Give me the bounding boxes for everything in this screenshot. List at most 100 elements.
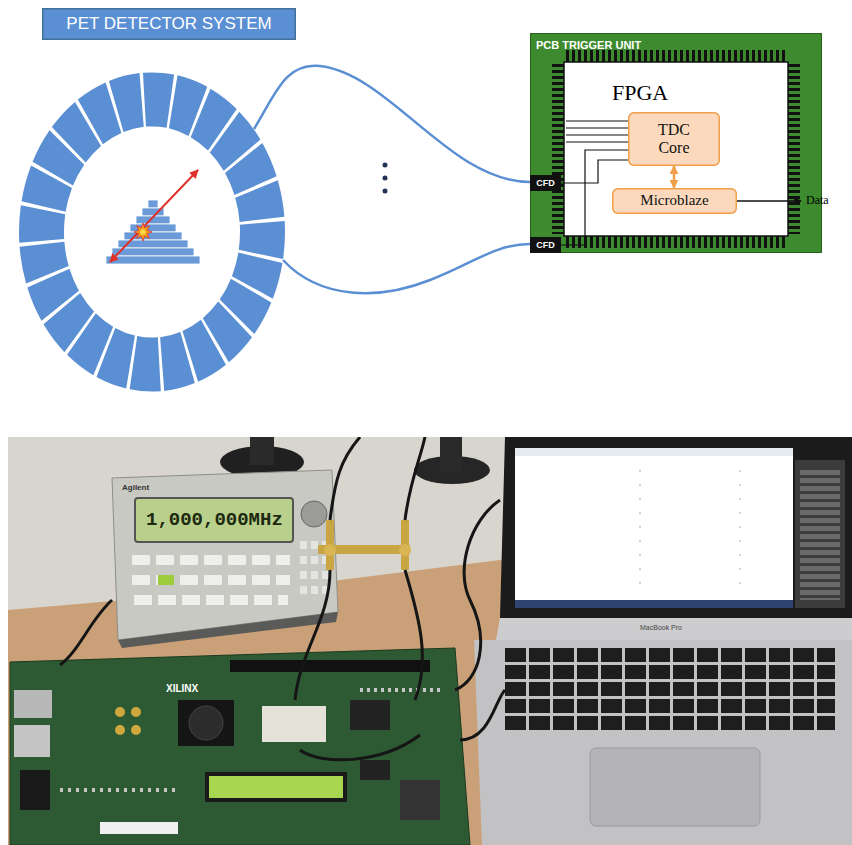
chip-body	[564, 62, 788, 236]
key-row	[505, 648, 835, 662]
core-label: TDC Core	[648, 121, 700, 158]
lit-button	[158, 575, 174, 585]
ic-chip	[360, 760, 390, 780]
detector-ring	[35, 91, 270, 373]
output-label: Data	[806, 193, 829, 208]
tdc-core-box: TDC Core	[628, 112, 720, 166]
signal-cables	[254, 66, 530, 293]
cable	[455, 500, 500, 690]
chip-pins	[566, 235, 786, 248]
chip-pins	[787, 64, 800, 234]
lab-photo	[8, 437, 852, 845]
cable	[295, 570, 330, 700]
label-holder: Data	[806, 193, 829, 208]
monitor-stand	[250, 437, 274, 465]
continuation-dots	[383, 163, 388, 194]
side-panel	[795, 460, 845, 608]
detector-segments	[35, 91, 270, 373]
window-bar	[515, 448, 793, 456]
cable	[460, 690, 505, 740]
cable	[60, 600, 112, 665]
cfd-box: CFD	[530, 175, 561, 191]
fpga-board	[10, 648, 470, 845]
histogram-bar	[106, 256, 200, 264]
generator-base	[118, 612, 338, 648]
plot-ticks	[639, 470, 641, 590]
keypad-row	[300, 571, 332, 579]
system-heading: PET DETECTOR SYSTEM	[66, 14, 271, 34]
ethernet-jack	[14, 725, 50, 757]
label-holder: XILINX	[166, 683, 198, 694]
button-row	[132, 575, 290, 585]
key-row	[505, 716, 835, 730]
panel-list	[800, 470, 840, 600]
bus-line	[566, 120, 628, 121]
connector	[673, 166, 676, 188]
button-row	[134, 595, 288, 605]
heatsink	[178, 700, 234, 746]
plot-ticks	[739, 470, 741, 590]
lab-cables	[60, 437, 505, 760]
function-generator	[112, 470, 338, 640]
laptop-bezel	[500, 437, 852, 618]
laptop-base	[474, 640, 852, 845]
capacitor-row	[360, 688, 440, 692]
line-of-response	[110, 170, 198, 262]
sma-connector	[131, 707, 141, 717]
bnc-joint	[399, 544, 411, 556]
memory-module	[262, 706, 326, 742]
cooling-fan	[189, 706, 223, 740]
taskbar	[515, 600, 793, 608]
pin-header	[230, 660, 430, 672]
generator-knob	[301, 501, 327, 527]
sfp-cage	[14, 690, 52, 718]
connector	[561, 150, 628, 245]
channel-bus	[566, 121, 628, 142]
key-row	[505, 682, 835, 696]
chip-label: FPGA	[612, 80, 668, 106]
ic-chip	[350, 700, 390, 730]
generator-display	[135, 498, 293, 542]
lcd-frame	[205, 772, 347, 802]
chip-pins	[552, 64, 565, 234]
label-holder: Agilent	[122, 483, 149, 492]
dot	[383, 163, 388, 168]
laptop-model: MacBook Pro	[640, 624, 682, 631]
board-title: PCB TRIGGER UNIT	[536, 39, 641, 51]
trigger-board: PCB TRIGGER UNITFPGATDC CoreMicroblazeCF…	[530, 33, 822, 253]
monitor-stand	[440, 437, 462, 472]
data-output-arrow	[737, 200, 801, 201]
capacitor-row	[60, 788, 180, 792]
cable	[330, 437, 360, 520]
board-sticker	[100, 822, 178, 834]
dot	[383, 176, 388, 181]
cfd-box: CFD	[530, 237, 561, 253]
channel-label: CFD	[536, 240, 555, 250]
connector-block	[20, 770, 50, 810]
button-row	[132, 555, 290, 565]
bnc-joint	[324, 544, 336, 556]
annihilation-event	[106, 170, 200, 264]
bus-line	[566, 141, 628, 142]
cable	[405, 437, 425, 520]
chip-pins	[566, 50, 786, 63]
histogram-bar	[148, 200, 158, 208]
bus-line	[566, 134, 628, 135]
key-row	[505, 699, 835, 713]
trackpad	[590, 748, 760, 826]
cable	[405, 570, 422, 700]
frequency-readout: 1,000,000MHz	[146, 509, 283, 531]
board-logo: XILINX	[166, 683, 198, 694]
sma-connector	[115, 707, 125, 717]
laptop-screen	[515, 448, 793, 608]
signal-cable	[283, 244, 530, 293]
sma-connector	[115, 725, 125, 735]
wall	[8, 437, 852, 845]
fpga-chip: FPGA TDC CoreMicroblaze	[552, 50, 800, 248]
sma-connector	[131, 725, 141, 735]
lcd-screen	[209, 776, 343, 798]
microblaze-box: Microblaze	[612, 188, 737, 214]
system-heading-box: PET DETECTOR SYSTEM	[42, 8, 296, 40]
